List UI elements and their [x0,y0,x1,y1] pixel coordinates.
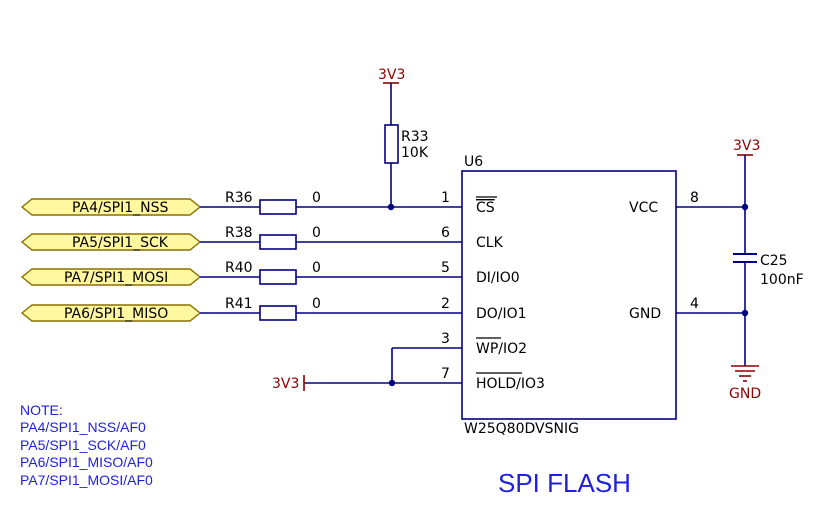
series-resistors: R36 0 R38 0 R40 0 R41 0 [200,190,462,321]
resistor-value: 0 [312,190,321,206]
ic-body [461,170,677,420]
port-flag-miso: PA6/SPI1_MISO [20,304,202,322]
resistor-value: 0 [312,225,321,241]
junction-dot [741,309,749,317]
port-label: PA7/SPI1_MOSI [64,270,168,286]
wp-hold-tie: 3V3 [272,347,462,392]
pin-number: 8 [690,190,699,206]
pin-name-hold: HOLD/IO3 [476,376,545,392]
ic-u6: U6 W25Q80DVSNIG 1 6 5 2 3 7 CS CLK DI/IO… [441,154,745,437]
note-line: PA7/SPI1_MOSI/AF0 [20,472,153,488]
port-flag-mosi: PA7/SPI1_MOSI [20,268,202,286]
vcc-power-symbol: 3V3 [733,138,760,254]
resistor-r36: R36 0 [200,190,462,215]
pin-name-cs: CS [476,200,495,216]
pin-number: 6 [441,225,450,241]
pin-name-vcc: VCC [629,200,658,216]
pin-name-di: DI/IO0 [476,270,520,286]
junction-dot [388,379,396,387]
pin-name-wp: WP/IO2 [476,341,527,357]
resistor-r41: R41 0 [200,296,462,321]
note-block: NOTE: PA4/SPI1_NSS/AF0 PA5/SPI1_SCK/AF0 … [20,402,153,488]
resistor-ref: R41 [225,296,253,312]
resistor-r38: R38 0 [200,225,462,250]
ground-label: GND [729,386,761,402]
pin-name-clk: CLK [476,235,504,251]
pullup-resistor-r33: R33 10K [384,124,429,211]
port-flags: PA4/SPI1_NSS PA5/SPI1_SCK PA7/SPI1_MOSI … [20,198,202,322]
pin-name-do: DO/IO1 [476,306,527,322]
pin-number: 2 [441,296,450,312]
note-line: PA4/SPI1_NSS/AF0 [20,419,146,435]
port-label: PA4/SPI1_NSS [72,200,168,216]
port-label: PA5/SPI1_SCK [72,235,169,251]
junction-dot [741,203,749,211]
resistor-value: 0 [312,260,321,276]
pin-number: 1 [441,190,450,206]
capacitor-value: 100nF [760,272,804,288]
ic-ref: U6 [464,154,483,170]
pin-number: 4 [690,296,699,312]
note-heading: NOTE: [20,402,63,418]
pin-number: 7 [441,366,450,382]
port-flag-nss: PA4/SPI1_NSS [20,198,202,216]
capacitor-ref: C25 [760,253,788,269]
port-label: PA6/SPI1_MISO [64,306,168,322]
pullup-power-label: 3V3 [378,67,405,83]
resistor-r40: R40 0 [200,260,462,285]
resistor-ref: R40 [225,260,253,276]
pin-name-gnd: GND [629,306,661,322]
port-flag-sck: PA5/SPI1_SCK [20,233,202,251]
resistor-ref: R38 [225,225,253,241]
vcc-power-label: 3V3 [733,138,760,154]
pullup-resistor-ref: R33 [401,129,429,145]
resistor-value: 0 [312,296,321,312]
note-line: PA6/SPI1_MISO/AF0 [20,454,153,470]
pin-number: 5 [441,260,450,276]
wp-hold-power-label: 3V3 [272,376,299,392]
capacitor-c25: C25 100nF [733,253,804,366]
ic-part-number: W25Q80DVSNIG [464,421,579,437]
resistor-ref: R36 [225,190,253,206]
diagram-title: SPI FLASH [498,468,631,498]
note-line: PA5/SPI1_SCK/AF0 [20,437,146,453]
pin-number: 3 [441,331,450,347]
pullup-resistor-value: 10K [401,145,429,161]
ground-symbol: GND [729,365,761,402]
pullup-power-symbol: 3V3 [378,67,405,125]
